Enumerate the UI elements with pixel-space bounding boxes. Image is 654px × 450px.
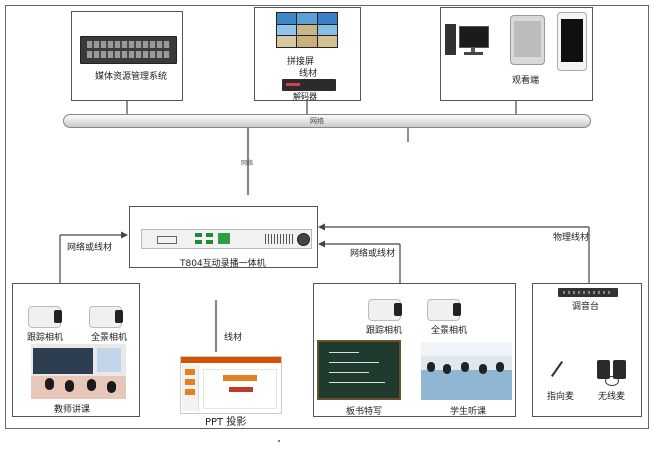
teacher-link-label: 网络或线材 [67, 243, 113, 253]
mixer-label: 调音台 [572, 302, 600, 312]
smartphone-icon [557, 12, 587, 71]
student-panorama-camera-icon [427, 299, 461, 321]
recorder-display-icon [218, 233, 230, 244]
audio-box [532, 283, 642, 417]
network-bus [63, 114, 591, 128]
teacher-room-caption: 教师讲课 [54, 405, 91, 415]
ppt-caption: PPT 投影 [205, 417, 247, 428]
blackboard-photo [317, 340, 401, 400]
blackboard-caption: 板书特写 [346, 407, 383, 417]
mixer-icon [558, 288, 618, 297]
server-rack-icon [80, 36, 177, 64]
tracking-camera-icon [28, 306, 62, 328]
student-tracking-camera-label: 跟踪相机 [366, 326, 403, 336]
cable-top-label: 线材 [299, 69, 318, 79]
student-panorama-camera-label: 全景相机 [431, 326, 468, 336]
network-drop-label: 网络 [241, 160, 254, 167]
wireless-mic-icon [595, 358, 629, 386]
ppt-link-label: 线材 [224, 333, 243, 343]
audio-link-arrow [318, 223, 325, 231]
audio-link-label: 物理线材 [553, 233, 590, 243]
student-link-arrow [318, 240, 325, 248]
pointer-mic-label: 指向麦 [547, 392, 575, 402]
recorder-vent-icon [265, 234, 293, 244]
viewer-label: 观看端 [512, 76, 540, 86]
decoder-icon [282, 79, 336, 91]
recorder-front-panel [141, 229, 312, 249]
teacher-link-arrow [121, 231, 128, 239]
wireless-mic-label: 无线麦 [598, 392, 626, 402]
student-link-label: 网络或线材 [350, 249, 396, 259]
students-photo [421, 342, 512, 400]
network-bus-label: 网络 [310, 117, 324, 125]
video-wall-icon [276, 12, 338, 48]
teacher-panorama-camera-label: 全景相机 [91, 333, 128, 343]
decoder-label: 解码器 [293, 92, 317, 101]
ppt-screenshot [180, 356, 282, 414]
splice-screen-label: 拼接屏 [287, 57, 315, 67]
media-system-label: 媒体资源管理系统 [95, 72, 168, 82]
teacher-tracking-camera-label: 跟踪相机 [27, 333, 64, 343]
student-tracking-camera-icon [368, 299, 402, 321]
students-caption: 学生听课 [450, 407, 487, 417]
recorder-port-group-icon [157, 236, 177, 244]
desktop-pc-icon [445, 24, 489, 60]
stray-dot [278, 440, 280, 442]
teacher-classroom-photo [31, 344, 126, 399]
tablet-icon [510, 15, 545, 65]
recorder-led-icon [195, 233, 202, 237]
recorder-knob-icon [297, 233, 310, 246]
panorama-camera-icon [89, 306, 123, 328]
device-name-label: T804互动录播一体机 [180, 259, 266, 269]
